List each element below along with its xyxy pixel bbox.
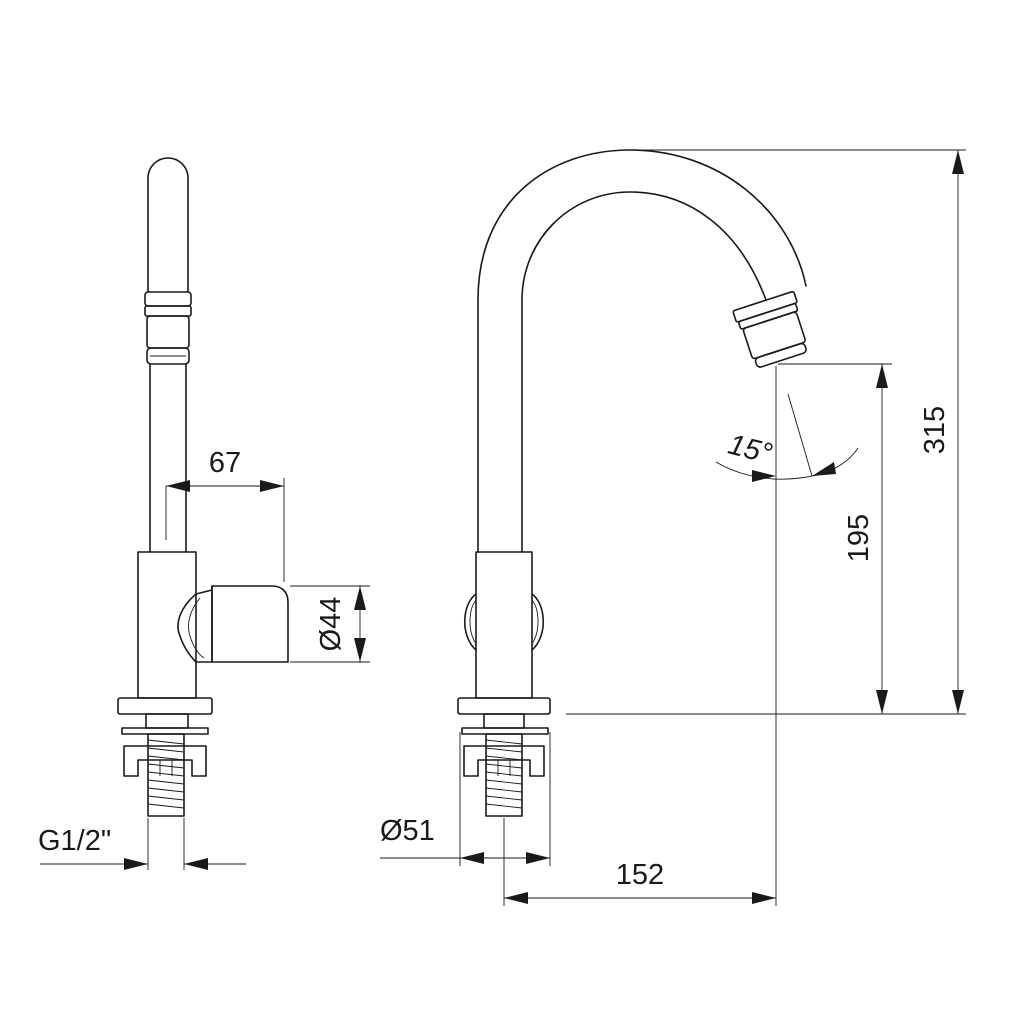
side-view xyxy=(117,157,289,817)
front-clamp-nut-detail xyxy=(497,760,511,776)
side-gasket xyxy=(145,713,189,729)
front-clamp-nut xyxy=(463,745,545,777)
dim-spout-height xyxy=(778,363,892,714)
side-handle-cap xyxy=(195,589,213,663)
side-aerator-ring-1 xyxy=(144,291,192,307)
front-view xyxy=(457,149,807,817)
side-lower-tube xyxy=(149,363,187,553)
front-aerator xyxy=(732,290,807,368)
dim-total-height xyxy=(632,149,966,714)
dim-thread-size xyxy=(40,818,246,870)
side-aerator-body xyxy=(146,315,190,349)
dim-base-diameter xyxy=(380,732,551,866)
front-spout-inner xyxy=(521,191,767,553)
side-handle-neck-inner xyxy=(188,597,205,659)
front-handle-right-inner xyxy=(531,599,539,645)
dim-spout-offset xyxy=(165,478,285,582)
dim-total-height-label: 315 xyxy=(919,406,951,454)
front-handle-right xyxy=(531,593,544,651)
side-washer xyxy=(121,727,209,735)
front-threaded-shank xyxy=(485,733,523,817)
front-handle-left-inner xyxy=(469,599,477,645)
front-spout-outer xyxy=(477,149,807,553)
front-washer xyxy=(461,727,549,735)
side-clamp-nut-detail xyxy=(159,760,173,776)
dim-base-diameter-label: Ø51 xyxy=(380,815,435,847)
front-handle-left xyxy=(464,593,477,651)
side-flange xyxy=(117,697,213,715)
dim-spout-height-label: 195 xyxy=(843,514,875,562)
side-handle-neck xyxy=(177,593,197,663)
side-spout-tube xyxy=(147,157,189,293)
dim-aerator-angle xyxy=(715,393,859,482)
side-valve-body xyxy=(137,551,197,699)
dim-thread-size-label: G1/2" xyxy=(38,825,111,857)
side-clamp-nut xyxy=(123,745,207,777)
dim-handle-diameter-label: Ø44 xyxy=(315,597,347,652)
front-gasket xyxy=(483,713,525,729)
side-aerator-ring-2 xyxy=(144,305,192,317)
front-valve-body xyxy=(475,551,533,699)
front-flange xyxy=(457,697,551,715)
side-handle-lever xyxy=(211,585,289,663)
side-threaded-shank xyxy=(147,733,185,817)
dim-spout-offset-label: 67 xyxy=(209,447,241,479)
dim-reach-label: 152 xyxy=(616,859,664,891)
side-aerator-mesh xyxy=(146,347,190,365)
dim-reach xyxy=(503,366,777,906)
dim-aerator-angle-label: 15° xyxy=(725,429,775,471)
dim-handle-diameter xyxy=(290,585,370,663)
